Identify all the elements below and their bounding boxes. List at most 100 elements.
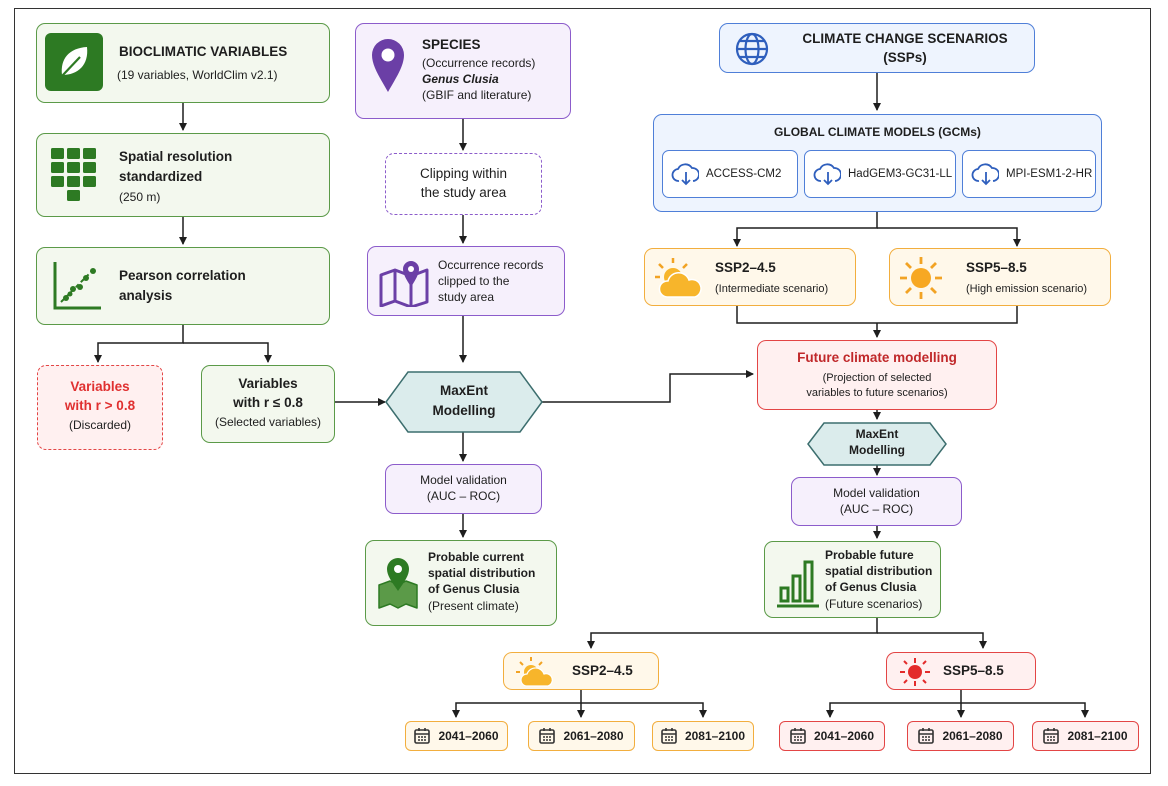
period-label: 2041–2060	[438, 729, 499, 743]
sun-cloud-icon	[655, 258, 702, 298]
species-genus: Genus Clusia	[422, 72, 499, 86]
maxent-hexagon-future	[807, 422, 947, 466]
calendar-icon	[918, 728, 935, 744]
future-modelling-box: Future climate modelling (Projection of …	[757, 340, 997, 410]
period-ssp245-2081-2100: 2081–2100	[652, 721, 754, 751]
gcm-title: GLOBAL CLIMATE MODELS (GCMs)	[774, 125, 981, 139]
maxent-future-line-2: Modelling	[849, 443, 905, 457]
resolution-line-1: Spatial resolution	[119, 149, 233, 164]
calendar-icon	[539, 728, 556, 744]
gcm-model-mpi: MPI-ESM1-2-HR	[962, 150, 1096, 198]
species-box: SPECIES (Occurrence records) Genus Clusi…	[355, 23, 571, 119]
bar-chart-icon	[777, 560, 819, 608]
cloud-download-icon	[671, 163, 699, 186]
ssp245-name: SSP2–4.5	[715, 260, 776, 275]
ssp245-box: SSP2–4.5 (Intermediate scenario)	[644, 248, 856, 306]
resolution-line-3: (250 m)	[119, 190, 161, 204]
scenarios-title: CLIMATE CHANGE SCENARIOS	[802, 31, 1008, 46]
calendar-icon	[1043, 728, 1060, 744]
clipping-line-2: the study area	[420, 185, 507, 200]
calendar-icon	[661, 728, 677, 744]
future-dist-line-4: (Future scenarios)	[825, 597, 923, 611]
period-ssp245-2041-2060: 2041–2060	[405, 721, 508, 751]
ssp585-periods-title: SSP5–8.5	[943, 663, 1004, 678]
current-line-3: of Genus Clusia	[428, 582, 520, 596]
ssp585-name: SSP5–8.5	[966, 260, 1027, 275]
species-line-2: (Occurrence records)	[422, 56, 536, 70]
clipping-box: Clipping within the study area	[385, 153, 542, 215]
maxent-future-line-1: MaxEnt	[855, 427, 899, 441]
selected-variables-box: Variables with r ≤ 0.8 (Selected variabl…	[201, 365, 335, 443]
period-label: 2041–2060	[813, 729, 875, 743]
globe-icon	[735, 32, 769, 66]
period-label: 2081–2100	[1067, 729, 1128, 743]
period-ssp245-2061-2080: 2061–2080	[528, 721, 635, 751]
scatter-trend-icon	[53, 262, 101, 310]
bioclimatic-title: BIOCLIMATIC VARIABLES	[119, 44, 288, 59]
period-label: 2081–2100	[684, 729, 746, 743]
discarded-line-2: with r > 0.8	[64, 398, 136, 413]
discarded-line-1: Variables	[70, 379, 130, 394]
gcm-model-name: ACCESS-CM2	[706, 168, 782, 180]
species-line-4: (GBIF and literature)	[422, 88, 532, 102]
gcm-model-name: HadGEM3-GC31-LL	[848, 168, 953, 180]
cloud-download-icon	[813, 163, 841, 186]
cloud-download-icon	[971, 163, 999, 186]
future-dist-line-2: spatial distribution	[825, 564, 933, 578]
period-ssp585-2081-2100: 2081–2100	[1032, 721, 1139, 751]
species-title: SPECIES	[422, 37, 481, 52]
ssp245-periods-header: SSP2–4.5	[503, 652, 659, 690]
calendar-icon	[414, 728, 431, 744]
future-line-3: variables to future scenarios)	[806, 387, 948, 399]
selected-line-1: Variables	[238, 376, 298, 391]
period-label: 2061–2080	[563, 729, 624, 743]
maxent-hexagon	[385, 371, 543, 433]
sun-cloud-icon	[516, 657, 553, 687]
discarded-line-3: (Discarded)	[68, 418, 131, 432]
current-line-2: spatial distribution	[428, 566, 536, 580]
selected-line-2: with r ≤ 0.8	[233, 395, 303, 410]
gcm-model-access: ACCESS-CM2	[662, 150, 798, 198]
ssp245-desc: (Intermediate scenario)	[715, 283, 829, 295]
future-distribution-box: Probable future spatial distribution of …	[764, 541, 941, 618]
scenarios-subtitle: (SSPs)	[883, 50, 927, 65]
period-ssp585-2041-2060: 2041–2060	[779, 721, 885, 751]
resolution-line-2: standardized	[119, 169, 203, 184]
sun-icon	[900, 257, 942, 299]
discarded-variables-box: Variables with r > 0.8 (Discarded)	[37, 365, 163, 450]
validation-line-1: Model validation	[420, 473, 507, 487]
period-ssp585-2061-2080: 2061–2080	[907, 721, 1014, 751]
future-line-1: Future climate modelling	[797, 350, 957, 365]
grid-icon	[51, 148, 96, 201]
ssp585-box: SSP5–8.5 (High emission scenario)	[889, 248, 1111, 306]
folded-map-icon	[379, 261, 429, 307]
ssp585-periods-header: SSP5–8.5	[886, 652, 1036, 690]
future-line-2: (Projection of selected	[822, 372, 932, 384]
map-location-icon	[378, 558, 418, 609]
validation-future-line-1: Model validation	[833, 486, 920, 500]
gcm-box: GLOBAL CLIMATE MODELS (GCMs) ACCESS-CM2 …	[653, 114, 1102, 212]
occurrence-clipped-box: Occurrence records clipped to the study …	[367, 246, 565, 316]
validation-line-2: (AUC – ROC)	[426, 489, 501, 503]
future-dist-line-1: Probable future	[825, 548, 914, 562]
spatial-resolution-box: Spatial resolution standardized (250 m)	[36, 133, 330, 217]
pearson-correlation-box: Pearson correlation analysis	[36, 247, 330, 325]
selected-line-3: (Selected variables)	[214, 415, 322, 429]
pearson-line-1: Pearson correlation	[119, 268, 246, 283]
leaf-icon	[45, 33, 103, 91]
gcm-model-hadgem: HadGEM3-GC31-LL	[804, 150, 956, 198]
sun-icon	[900, 658, 930, 686]
validation-future-line-2: (AUC – ROC)	[839, 502, 914, 516]
current-line-4: (Present climate)	[428, 599, 519, 613]
validation-box: Model validation (AUC – ROC)	[385, 464, 542, 514]
maxent-line-1: MaxEnt	[439, 383, 488, 398]
location-pin-icon	[372, 39, 404, 92]
current-line-1: Probable current	[428, 550, 525, 564]
ssp585-desc: (High emission scenario)	[966, 283, 1088, 295]
climate-scenarios-box: CLIMATE CHANGE SCENARIOS (SSPs)	[719, 23, 1035, 73]
maxent-line-2: Modelling	[432, 403, 496, 418]
bioclimatic-variables-box: BIOCLIMATIC VARIABLES (19 variables, Wor…	[36, 23, 330, 103]
period-label: 2061–2080	[942, 729, 1003, 743]
gcm-model-name: MPI-ESM1-2-HR	[1006, 168, 1093, 180]
